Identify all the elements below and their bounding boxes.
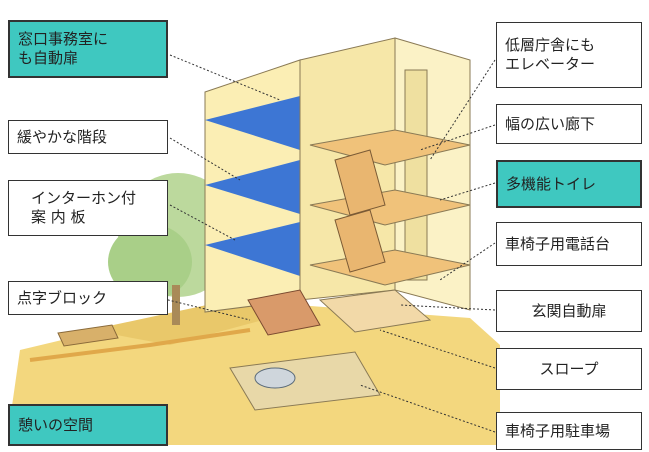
label-gentle-stairs: 緩やかな階段 bbox=[8, 120, 168, 154]
label-low-floor-elevator-line1: 低層庁舎にも bbox=[505, 36, 596, 54]
label-wheelchair-phone: 車椅子用電話台 bbox=[496, 222, 642, 266]
staircase-lower bbox=[334, 209, 386, 273]
parked-car bbox=[254, 367, 296, 389]
label-wheelchair-parking-text: 車椅子用駐車場 bbox=[505, 421, 611, 440]
entrance-slope bbox=[318, 289, 432, 333]
label-low-floor-elevator-line2: エレベーター bbox=[505, 55, 596, 73]
bench bbox=[57, 324, 119, 347]
staircase bbox=[334, 149, 386, 216]
leader-lines bbox=[159, 54, 496, 433]
label-window-office-door: 窓口事務室に も自動扉 bbox=[8, 20, 168, 78]
label-slope-text: スロープ bbox=[539, 359, 599, 378]
label-entrance-auto-door-text: 玄関自動扉 bbox=[531, 301, 607, 320]
label-slope: スロープ bbox=[496, 348, 642, 390]
label-intercom-board-line1: インターホン付 bbox=[31, 189, 137, 207]
label-intercom-board: インターホン付 案 内 板 bbox=[8, 180, 168, 236]
label-braille-blocks: 点字ブロック bbox=[8, 281, 168, 315]
label-braille-blocks-text: 点字ブロック bbox=[17, 288, 108, 307]
label-rest-space-text: 憩いの空間 bbox=[18, 415, 94, 434]
label-window-office-door-line1: 窓口事務室に bbox=[18, 30, 109, 48]
label-entrance-auto-door: 玄関自動扉 bbox=[496, 290, 642, 332]
label-rest-space: 憩いの空間 bbox=[8, 404, 168, 446]
braille-path bbox=[29, 328, 251, 362]
parking-area bbox=[229, 351, 381, 411]
label-wide-corridor-text: 幅の広い廊下 bbox=[505, 114, 596, 133]
elevator-shaft bbox=[404, 69, 428, 281]
label-multipurpose-toilet-text: 多機能トイレ bbox=[506, 174, 597, 193]
label-wheelchair-phone-text: 車椅子用電話台 bbox=[505, 234, 611, 253]
label-window-office-door-line2: も自動扉 bbox=[18, 49, 79, 67]
tree-trunk bbox=[172, 285, 180, 325]
label-gentle-stairs-text: 緩やかな階段 bbox=[17, 127, 108, 146]
ground-shadow bbox=[90, 300, 300, 345]
label-low-floor-elevator: 低層庁舎にも エレベーター bbox=[496, 22, 642, 88]
entrance-steps bbox=[247, 289, 321, 336]
label-wheelchair-parking: 車椅子用駐車場 bbox=[496, 412, 642, 450]
label-multipurpose-toilet: 多機能トイレ bbox=[496, 160, 642, 208]
label-wide-corridor: 幅の広い廊下 bbox=[496, 104, 642, 144]
label-intercom-board-line2: 案 内 板 bbox=[31, 208, 86, 226]
